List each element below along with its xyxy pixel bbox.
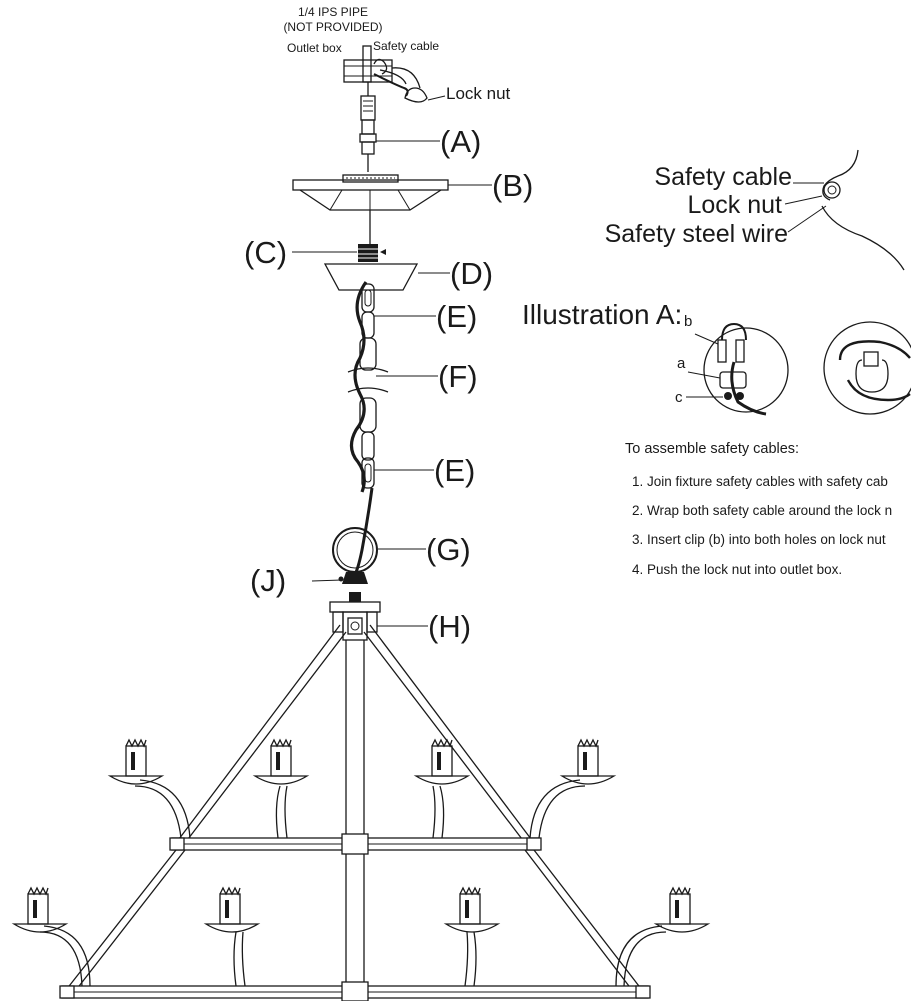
part-label-j: (J) [250, 563, 286, 598]
outlet-box-assembly [343, 45, 421, 97]
safety-cable-label-top: Safety cable [373, 39, 439, 53]
part-label-c: (C) [244, 235, 287, 270]
detail-safety-cable-label: Safety cable [654, 163, 792, 191]
part-label-h: (H) [428, 609, 471, 644]
illustration-letter-a: a [677, 355, 686, 372]
part-label-f: (F) [438, 359, 478, 394]
detail-safety-steel-wire-label: Safety steel wire [605, 220, 788, 248]
nut-c [292, 244, 386, 262]
lower-candles [11, 886, 711, 933]
instruction-step-4: 4. Push the lock nut into outlet box. [632, 562, 842, 577]
instructions-heading: To assemble safety cables: [625, 441, 799, 457]
stem-a [359, 82, 440, 172]
lower-tier-arms [39, 925, 667, 987]
part-label-g: (G) [426, 532, 471, 567]
hub-h [329, 592, 428, 641]
illustration-letter-b: b [684, 313, 692, 330]
part-label-e-upper: (E) [436, 299, 477, 334]
part-label-e-lower: (E) [434, 453, 475, 488]
outlet-box-label: Outlet box [287, 41, 342, 55]
illustration-a-circle-1 [686, 322, 789, 416]
part-label-b: (B) [492, 168, 533, 203]
part-label-a: (A) [440, 124, 481, 159]
safety-detail-drawing [784, 149, 905, 271]
top-lock-nut [404, 87, 446, 103]
instruction-step-2: 2. Wrap both safety cable around the loc… [632, 503, 892, 518]
canopy-b [292, 174, 492, 244]
chain [347, 281, 438, 493]
illustration-a-circle-2 [823, 321, 911, 415]
lock-nut-label-top: Lock nut [446, 84, 511, 103]
upper-tier-arms [134, 779, 586, 839]
detail-lock-nut-label: Lock nut [687, 191, 782, 219]
instruction-step-1: 1. Join fixture safety cables with safet… [632, 474, 888, 489]
loop-g [311, 487, 426, 584]
illustration-letter-c: c [675, 389, 683, 406]
part-label-d: (D) [450, 256, 493, 291]
illustration-title: Illustration A: [522, 299, 682, 330]
upper-candles [107, 738, 617, 785]
pipe-label-line1: 1/4 IPS PIPE [298, 5, 368, 19]
cup-d [323, 263, 450, 291]
chandelier-frame [59, 624, 651, 1001]
instruction-step-3: 3. Insert clip (b) into both holes on lo… [632, 532, 886, 547]
pipe-label-line2: (NOT PROVIDED) [283, 20, 382, 34]
